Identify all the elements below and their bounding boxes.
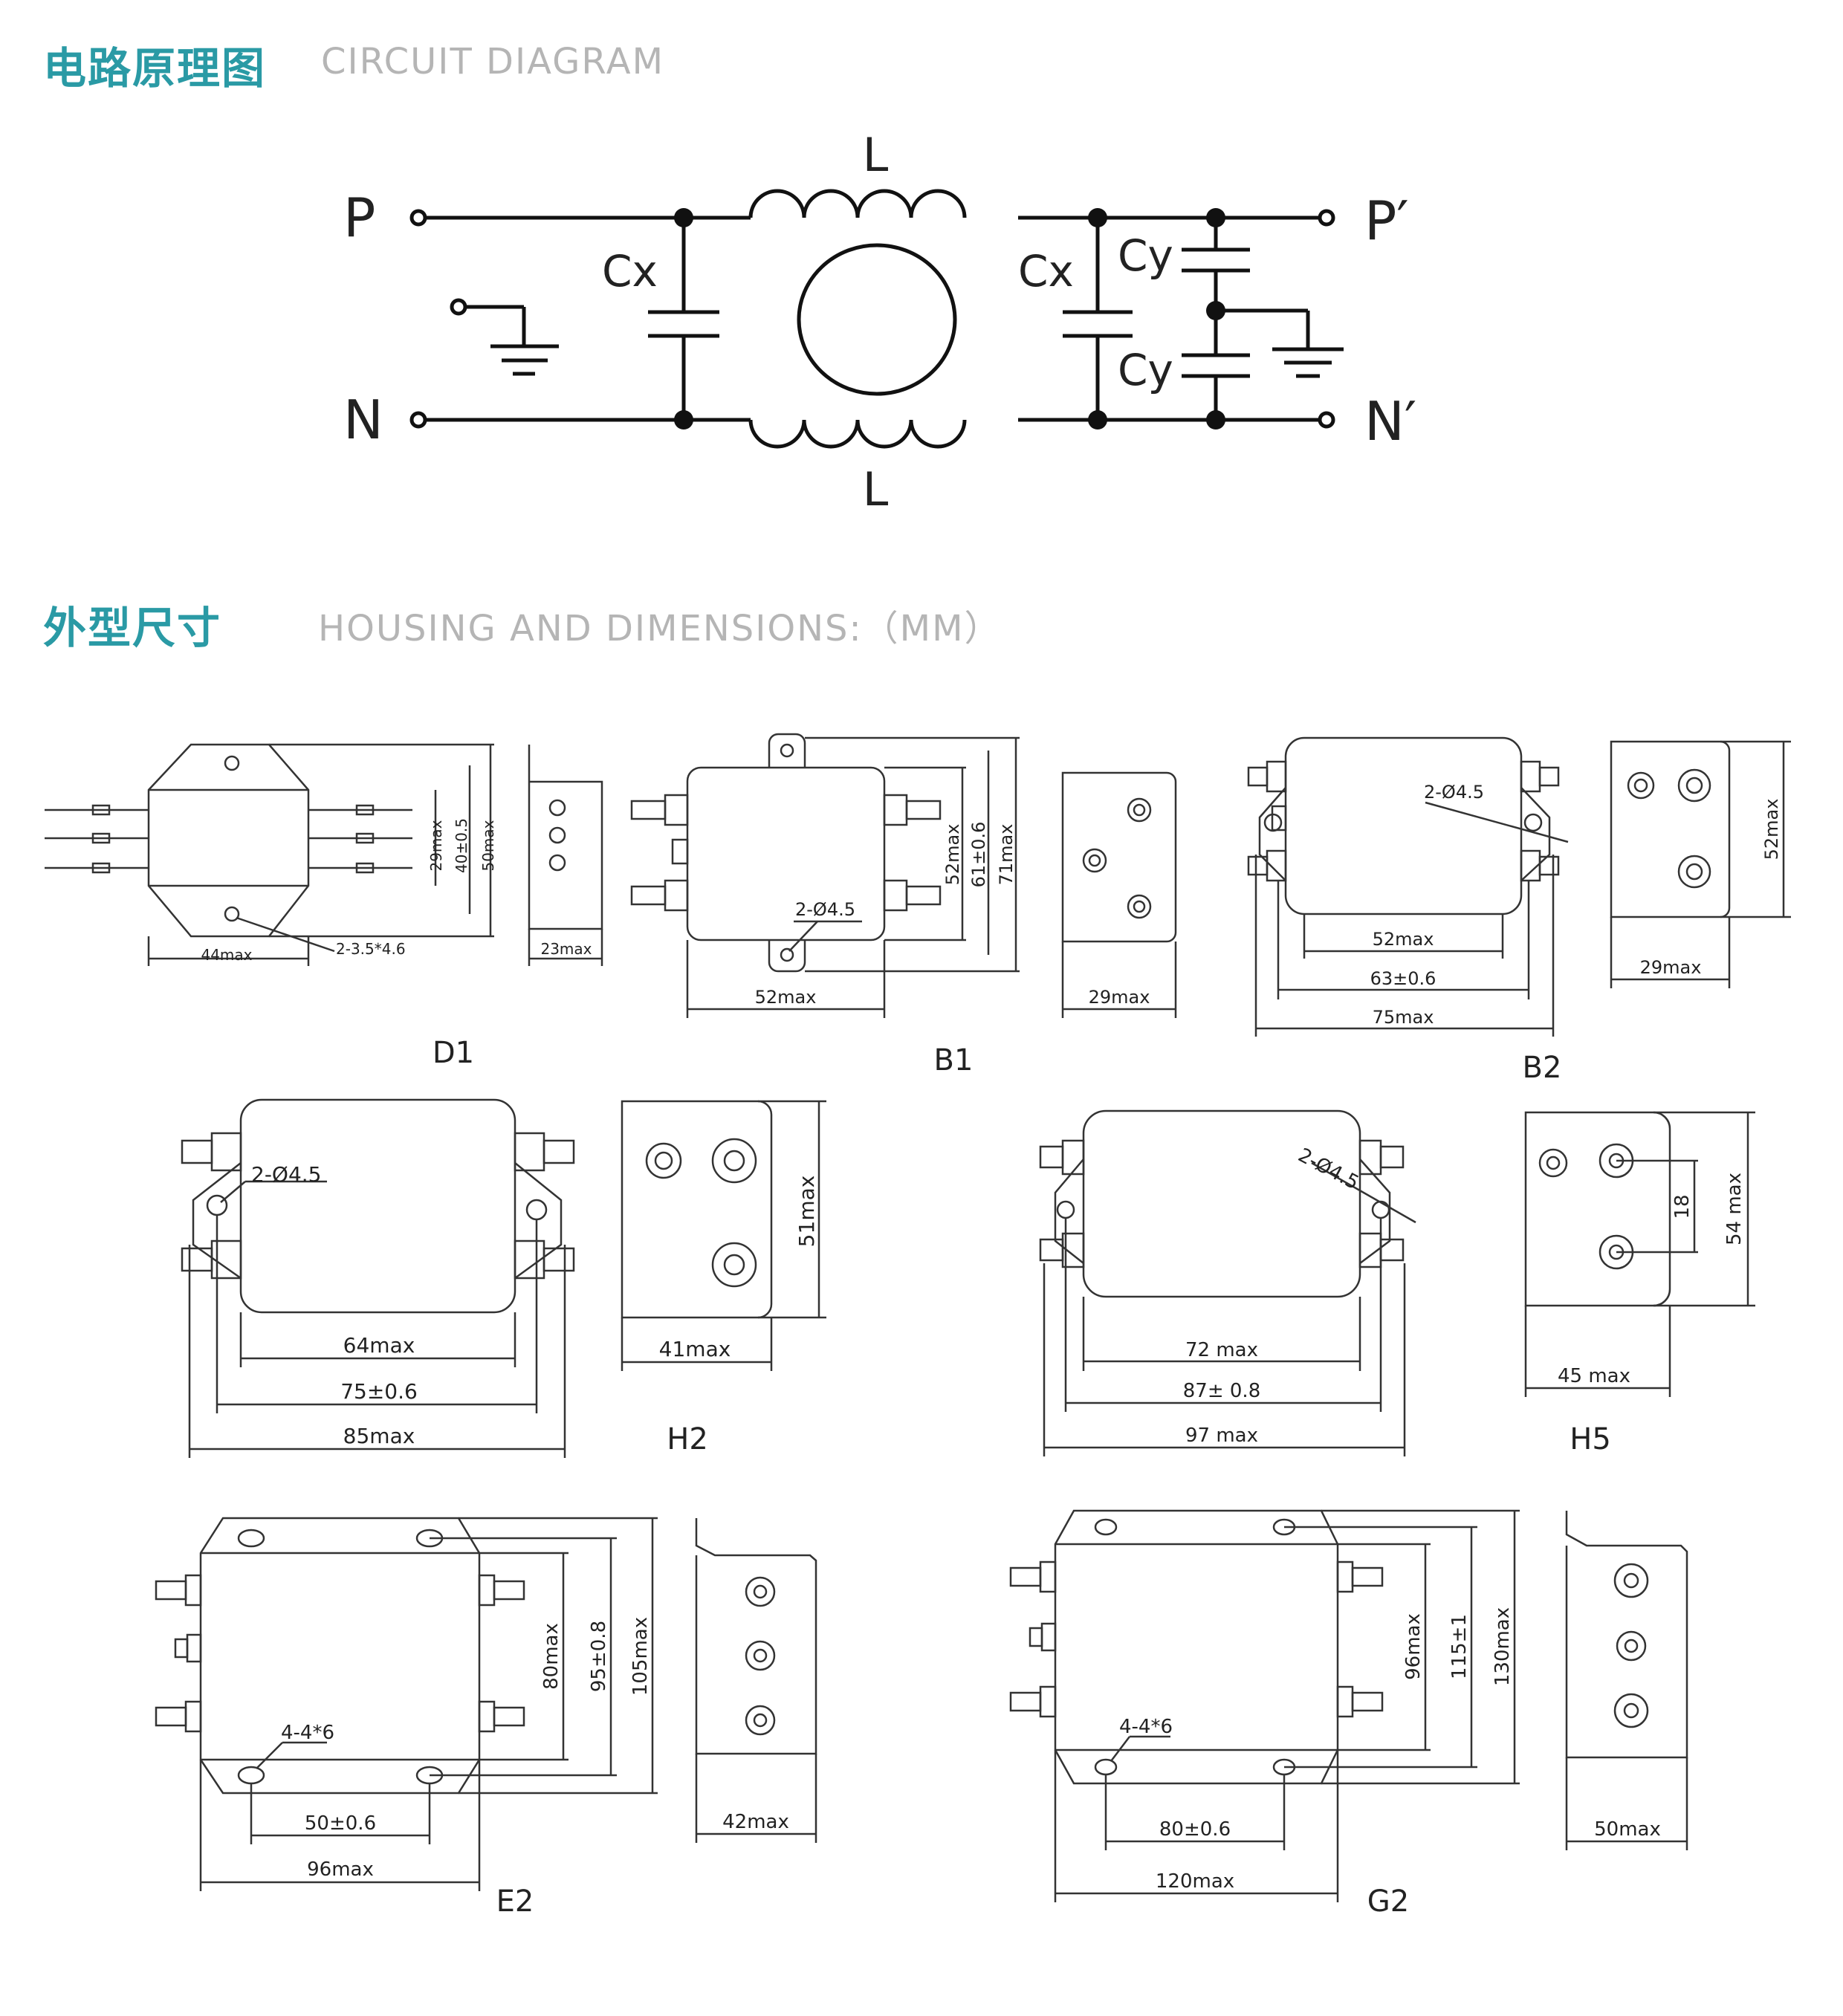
circuit-section-title-en: CIRCUIT DIAGRAM — [321, 41, 664, 82]
cx2-label: Cx — [1018, 246, 1074, 296]
model-d1-drawing — [45, 743, 603, 966]
b1-model-name: B1 — [934, 1043, 974, 1077]
h5-dim-87: 87± 0.8 — [1183, 1380, 1260, 1402]
h2-dim-hole: 2-Ø4.5 — [251, 1162, 322, 1187]
e2-dim-96: 96max — [307, 1858, 374, 1881]
model-d1-labels: 44max 2-3.5*4.6 29max 40±0.5 50max 23max… — [201, 818, 592, 1070]
h2-dim-height: 51max — [794, 1176, 819, 1248]
g2-dim-120: 120max — [1156, 1870, 1234, 1893]
g2-dim-130: 130max — [1491, 1607, 1514, 1686]
g2-model-name: G2 — [1367, 1884, 1409, 1919]
housing-section-title-en: HOUSING AND DIMENSIONS:（MM） — [318, 608, 1002, 649]
b2-dim-52: 52max — [1373, 929, 1434, 950]
b1-dim-hole: 2-Ø4.5 — [795, 899, 855, 920]
h5-dim-97: 97 max — [1185, 1425, 1258, 1447]
inductor-top — [748, 189, 967, 218]
h2-dim-depth: 41max — [659, 1337, 731, 1361]
b1-dim-depth: 29max — [1089, 987, 1150, 1008]
g2-dim-depth: 50max — [1594, 1818, 1661, 1841]
h5-dim-depth: 45 max — [1558, 1365, 1630, 1387]
d1-dim-hole: 2-3.5*4.6 — [336, 940, 406, 958]
e2-dim-50: 50±0.6 — [305, 1812, 376, 1835]
housing-section-title-cn: 外型尺寸 — [43, 603, 222, 653]
model-h5-labels: 2-Ø4.5 72 max 87± 0.8 97 max 18 54 max 4… — [1183, 1144, 1746, 1456]
b1-dim-width: 52max — [755, 987, 817, 1008]
model-e2-labels: 4-4*6 50±0.6 96max 80max 95±0.8 105max 4… — [281, 1617, 789, 1919]
b2-model-name: B2 — [1523, 1051, 1562, 1085]
circuit-section-title-cn: 电路原理图 — [43, 43, 267, 94]
g2-dim-115: 115±1 — [1448, 1614, 1471, 1679]
g2-dim-80: 80±0.6 — [1159, 1818, 1231, 1841]
terminal-n-label: N — [343, 389, 383, 451]
model-b1-drawing — [630, 733, 1177, 1018]
model-g2-drawing — [1009, 1509, 1688, 1902]
b1-dim-52: 52max — [942, 824, 963, 886]
h2-dim-85: 85max — [343, 1424, 415, 1448]
circuit-diagram — [409, 189, 1344, 449]
inductor-bottom-label: L — [863, 462, 889, 516]
e2-dim-105: 105max — [629, 1617, 652, 1696]
b2-dim-63: 63±0.6 — [1370, 968, 1436, 989]
terminal-p-label: P — [343, 187, 375, 249]
b1-dim-61: 61±0.6 — [968, 822, 989, 888]
model-b2-drawing — [1247, 736, 1791, 1037]
model-e2-drawing — [155, 1517, 817, 1891]
terminal-n2-label: N′ — [1364, 390, 1416, 453]
b2-dim-depth: 29max — [1640, 957, 1702, 978]
h2-dim-75: 75±0.6 — [340, 1379, 418, 1404]
circuit-junctions — [674, 208, 1225, 430]
model-b2-labels: 2-Ø4.5 52max 63±0.6 75max 52max 29max B2 — [1370, 782, 1782, 1085]
d1-dim-40: 40±0.5 — [453, 818, 470, 873]
terminal-p2-label: P′ — [1364, 189, 1409, 252]
inductor-top-label: L — [863, 128, 889, 182]
circuit-labels: P N P′ N′ L L Cx Cx Cy Cy — [343, 128, 1416, 516]
e2-dim-80: 80max — [540, 1623, 563, 1690]
d1-dim-29: 29max — [427, 820, 445, 871]
cy2-label: Cy — [1118, 345, 1173, 395]
e2-dim-depth: 42max — [722, 1811, 789, 1833]
g2-dim-hole: 4-4*6 — [1119, 1716, 1173, 1738]
b2-dim-height: 52max — [1761, 799, 1782, 860]
model-h2-labels: 2-Ø4.5 64max 75±0.6 85max 51max 41max H2 — [251, 1162, 819, 1456]
common-mode-core — [797, 243, 957, 396]
e2-model-name: E2 — [496, 1884, 534, 1919]
h5-dim-height: 54 max — [1723, 1173, 1746, 1245]
d1-dim-depth: 23max — [540, 940, 592, 958]
d1-dim-50: 50max — [479, 820, 497, 871]
h2-model-name: H2 — [667, 1422, 708, 1456]
b1-dim-71: 71max — [996, 824, 1017, 886]
e2-dim-95: 95±0.8 — [588, 1621, 610, 1692]
inductor-bottom — [748, 419, 967, 449]
h5-dim-72: 72 max — [1185, 1339, 1258, 1361]
h5-model-name: H5 — [1570, 1422, 1611, 1456]
h5-dim-18: 18 — [1671, 1194, 1694, 1219]
h2-dim-64: 64max — [343, 1333, 415, 1358]
e2-dim-hole: 4-4*6 — [281, 1722, 334, 1744]
cx1-label: Cx — [602, 246, 658, 296]
d1-dim-width: 44max — [201, 946, 252, 964]
g2-dim-96: 96max — [1402, 1613, 1425, 1680]
d1-model-name: D1 — [433, 1036, 474, 1070]
b2-dim-75: 75max — [1373, 1007, 1434, 1028]
b2-dim-hole: 2-Ø4.5 — [1424, 782, 1484, 803]
model-h5-drawing — [1039, 1109, 1755, 1456]
model-b1-labels: 2-Ø4.5 52max 52max 61±0.6 71max 29max B1 — [755, 822, 1150, 1077]
model-h2-drawing — [181, 1098, 826, 1458]
cy1-label: Cy — [1118, 230, 1173, 281]
h5-dim-hole: 2-Ø4.5 — [1295, 1144, 1363, 1195]
model-g2-labels: 4-4*6 80±0.6 120max 96max 115±1 130max 5… — [1119, 1607, 1661, 1919]
